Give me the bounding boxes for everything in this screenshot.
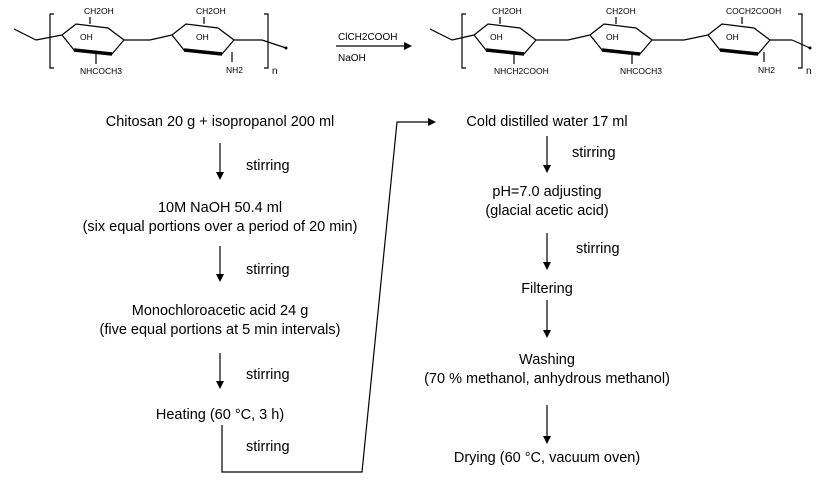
right-ring2-sub: NHCOCH3 <box>620 66 662 76</box>
step-line: Drying (60 °C, vacuum oven) <box>453 450 641 466</box>
step-monochloroacetic: Monochloroacetic acid 24 g (five equal p… <box>20 302 420 340</box>
step-heating: Heating (60 °C, 3 h) <box>100 406 340 425</box>
left-ring2-oh: OH <box>196 32 209 42</box>
step-line: (five equal portions at 5 min intervals) <box>99 322 341 338</box>
right-ring3-oh: OH <box>726 32 739 42</box>
left-ring2-top: CH2OH <box>196 6 226 16</box>
right-ring3-sub: NH2 <box>758 65 775 75</box>
arrow-label-stirring: stirring <box>246 367 290 383</box>
connector-label-stirring: stirring <box>246 439 290 455</box>
step-line: 10M NaOH 50.4 ml <box>157 200 283 216</box>
step-line: pH=7.0 adjusting <box>492 184 602 200</box>
right-ring1-oh: OH <box>490 32 503 42</box>
step-washing: Washing (70 % methanol, anhydrous methan… <box>390 351 704 389</box>
step-line: Cold distilled water 17 ml <box>466 114 628 130</box>
step-naoh: 10M NaOH 50.4 ml (six equal portions ove… <box>20 199 420 237</box>
arrow-label-stirring: stirring <box>576 241 620 257</box>
right-ring3-top: COCH2COOH <box>726 6 781 16</box>
right-ring2-top: CH2OH <box>606 6 636 16</box>
left-ring1-oh: OH <box>80 32 93 42</box>
step-line: Filtering <box>521 281 573 297</box>
step-line: (70 % methanol, anhydrous methanol) <box>424 371 670 387</box>
right-ring1-sub: NHCH2COOH <box>494 66 549 76</box>
step-filtering: Filtering <box>420 280 674 299</box>
left-ring2-sub: NH2 <box>226 65 243 75</box>
right-ring1-top: CH2OH <box>492 6 522 16</box>
step-chitosan: Chitosan 20 g + isopropanol 200 ml <box>30 113 410 132</box>
step-ph-adjust: pH=7.0 adjusting (glacial acetic acid) <box>420 183 674 221</box>
arrow-label-stirring: stirring <box>572 145 616 161</box>
left-ring1-sub: NHCOCH3 <box>80 66 122 76</box>
arrow-label-stirring: stirring <box>246 262 290 278</box>
left-repeat: n <box>272 66 278 77</box>
step-line: (glacial acetic acid) <box>485 203 609 219</box>
reagent-bottom: NaOH <box>338 53 366 64</box>
left-ring1-top: CH2OH <box>84 6 114 16</box>
step-drying: Drying (60 °C, vacuum oven) <box>410 449 684 468</box>
step-line: Heating (60 °C, 3 h) <box>155 407 285 423</box>
step-line: (six equal portions over a period of 20 … <box>82 219 358 235</box>
step-line: Washing <box>519 352 575 368</box>
right-ring2-oh: OH <box>606 32 619 42</box>
arrow-label-stirring: stirring <box>246 158 290 174</box>
right-repeat: n <box>806 66 812 77</box>
step-line: Chitosan 20 g + isopropanol 200 ml <box>105 114 335 130</box>
reagent-top: ClCH2COOH <box>338 32 397 43</box>
step-line: Monochloroacetic acid 24 g <box>131 303 309 319</box>
step-cold-water: Cold distilled water 17 ml <box>420 113 674 132</box>
